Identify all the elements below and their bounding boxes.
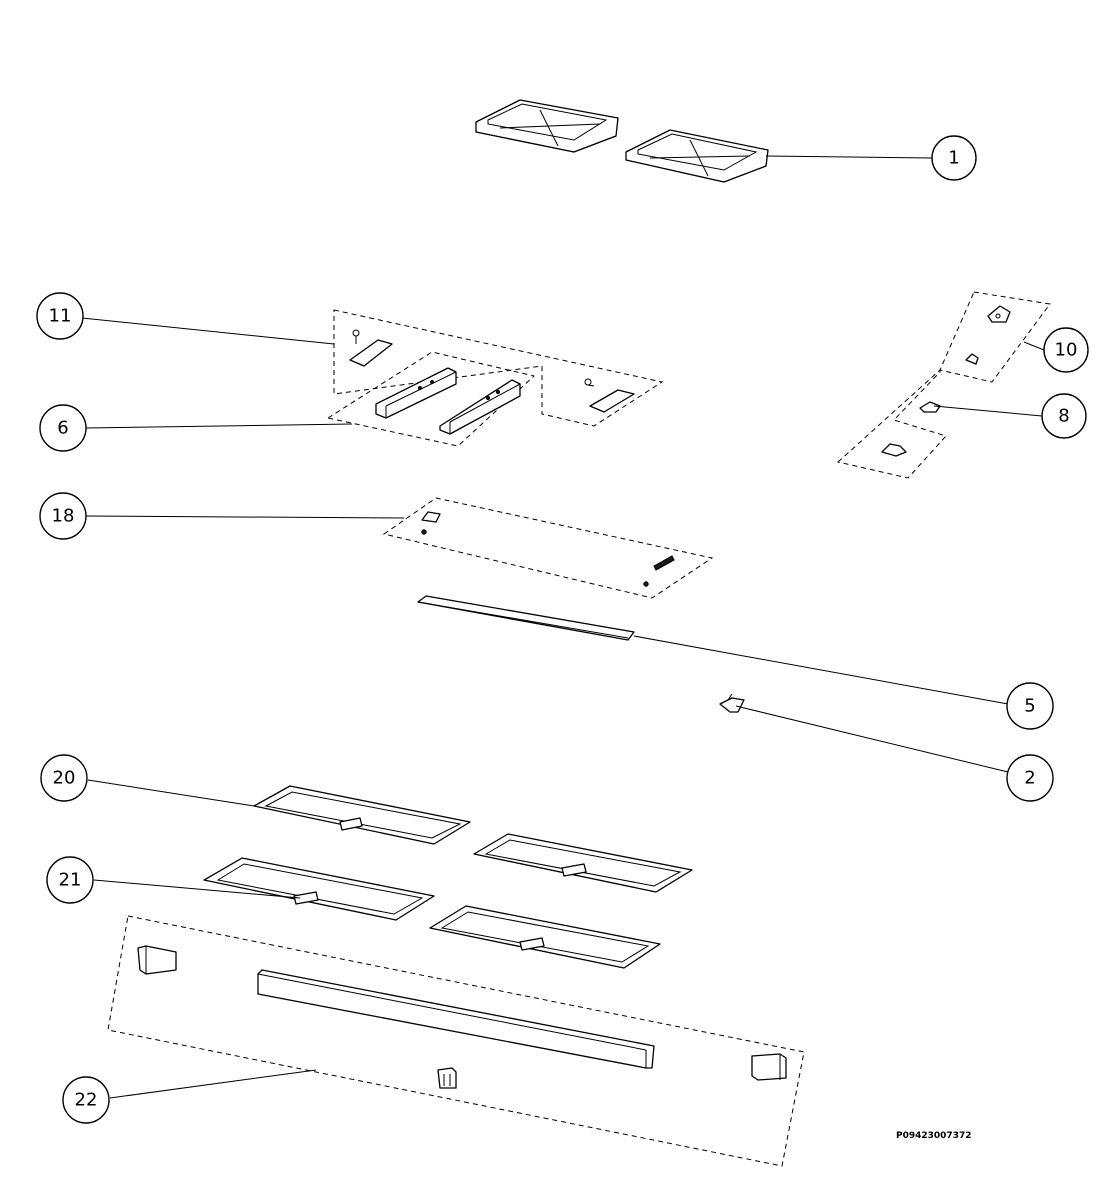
callout-1-label: 1 xyxy=(948,148,959,169)
callout-11-label: 11 xyxy=(49,306,72,327)
callout-20[interactable]: 20 xyxy=(40,754,88,802)
part-22-trim-bar[interactable] xyxy=(257,969,655,1069)
part-2-hinge[interactable] xyxy=(719,693,745,713)
part-6-rail-right[interactable] xyxy=(439,379,521,435)
part-5-strip[interactable] xyxy=(417,595,635,641)
callout-1[interactable]: 1 xyxy=(931,135,977,181)
callout-11[interactable]: 11 xyxy=(36,292,84,340)
leader-21 xyxy=(93,879,301,899)
callout-22-label: 22 xyxy=(75,1090,98,1111)
callout-21-label: 21 xyxy=(59,870,82,891)
part-10-clip[interactable] xyxy=(965,353,979,365)
part-20-shelf-right[interactable] xyxy=(473,833,693,893)
callout-5[interactable]: 5 xyxy=(1006,682,1054,730)
callout-5-label: 5 xyxy=(1024,696,1035,717)
part-1-tray-left[interactable] xyxy=(475,99,619,153)
group-11-outline xyxy=(333,309,664,427)
leader-10 xyxy=(1023,341,1045,351)
callout-6[interactable]: 6 xyxy=(39,404,87,452)
part-22-endcap-right[interactable] xyxy=(751,1053,787,1081)
part-22-endcap-left[interactable] xyxy=(137,945,177,975)
leader-22 xyxy=(109,1069,317,1099)
part-8-clip[interactable] xyxy=(919,401,941,413)
callout-18[interactable]: 18 xyxy=(39,492,87,540)
callout-10[interactable]: 10 xyxy=(1043,327,1089,373)
callout-22[interactable]: 22 xyxy=(62,1076,110,1124)
group-18-outline xyxy=(382,497,714,599)
group-8-outline xyxy=(836,368,947,479)
part-21-shelf-right[interactable] xyxy=(429,905,661,969)
callout-8[interactable]: 8 xyxy=(1041,393,1087,439)
leader-1 xyxy=(765,155,933,159)
callout-18-label: 18 xyxy=(52,506,75,527)
callout-21[interactable]: 21 xyxy=(46,856,94,904)
part-21-shelf-left[interactable] xyxy=(203,857,435,921)
leader-18 xyxy=(85,515,405,519)
reference-code: P09423007372 xyxy=(896,1131,971,1141)
leader-6 xyxy=(85,423,353,429)
callout-6-label: 6 xyxy=(57,418,68,439)
callout-8-label: 8 xyxy=(1058,406,1069,427)
part-10-bracket-top[interactable] xyxy=(987,305,1011,323)
part-18-clip-right[interactable] xyxy=(643,555,675,587)
leader-20 xyxy=(87,779,255,807)
part-18-clip-left[interactable] xyxy=(421,511,441,535)
part-8-bracket-bottom[interactable] xyxy=(881,443,907,457)
callout-2-label: 2 xyxy=(1024,768,1035,789)
part-6-rail-left[interactable] xyxy=(375,367,457,419)
part-20-shelf-left[interactable] xyxy=(253,785,471,845)
part-1-tray-right[interactable] xyxy=(625,129,769,183)
part-11-hinge-left[interactable] xyxy=(349,329,393,367)
group-10-outline xyxy=(939,291,1051,383)
leader-2 xyxy=(735,705,1009,773)
part-11-hinge-right[interactable] xyxy=(584,378,635,413)
group-6-outline xyxy=(326,351,536,447)
callout-2[interactable]: 2 xyxy=(1006,754,1054,802)
group-22-outline xyxy=(107,915,805,1167)
leader-5 xyxy=(633,635,1009,705)
leader-11 xyxy=(81,317,335,345)
part-22-clip-center[interactable] xyxy=(437,1067,457,1089)
leader-8 xyxy=(933,405,1043,417)
callout-10-label: 10 xyxy=(1055,340,1078,361)
callout-20-label: 20 xyxy=(53,768,76,789)
